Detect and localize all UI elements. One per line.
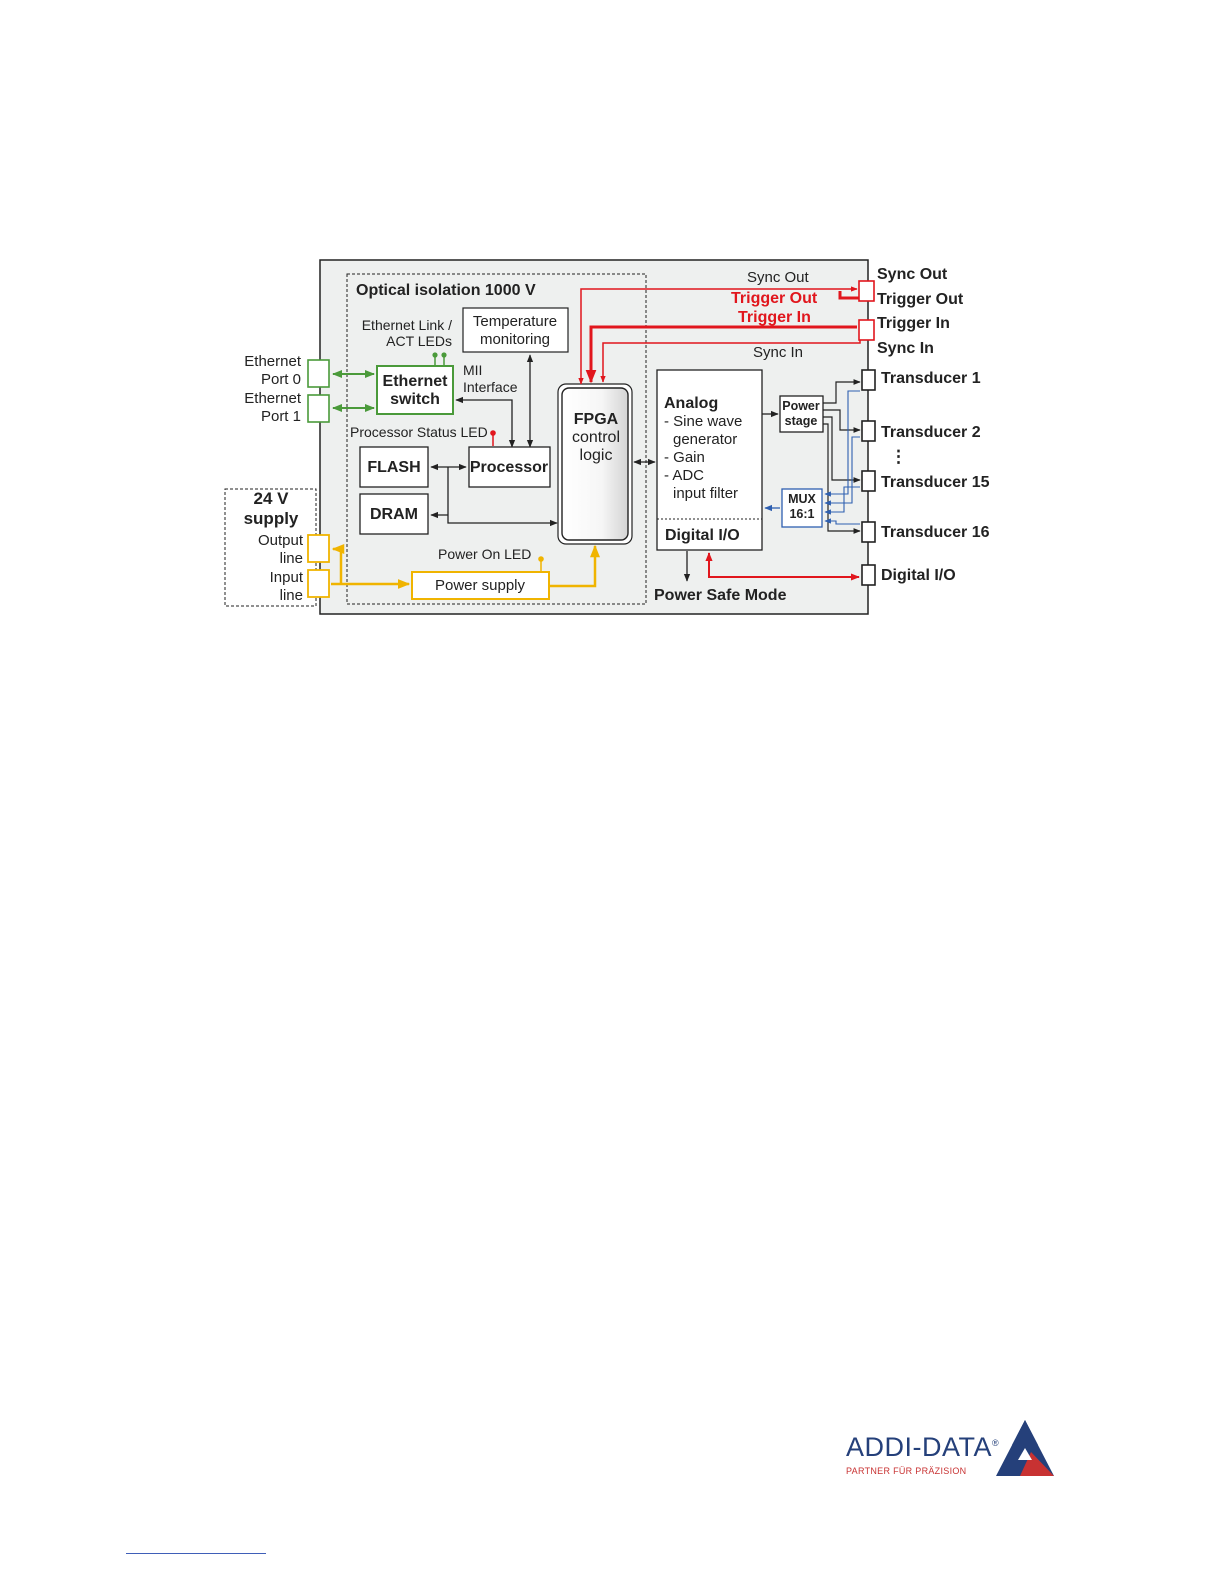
ethernet-port-0-connector [307,359,330,388]
sync-in-label: Sync In [877,340,934,357]
analog-title: Analog [664,395,718,412]
transducer-16-label: Transducer 16 [881,524,990,541]
dram-label: DRAM [370,506,418,523]
transducer-ellipsis: ⋮ [890,447,907,466]
power-on-led-label: Power On LED [438,546,531,562]
power-lines [331,544,600,589]
power-safe-mode-label: Power Safe Mode [654,587,787,604]
transducer-15-label: Transducer 15 [881,474,990,491]
logo-tagline: PARTNER FÜR PRÄZISION [846,1466,967,1476]
mux-box [781,488,823,528]
optical-isolation-area [346,273,647,605]
trigger-in-inner-label: Trigger In [738,309,811,326]
trigger-in-label: Trigger In [877,315,950,332]
digital-io-connector [861,564,876,586]
bus-to-fpga-arrow [447,467,558,527]
ethernet-port-1-connector [307,394,330,423]
logo-wordmark: ADDI-DATA® [846,1432,1000,1462]
optical-isolation-label: Optical isolation 1000 V [356,282,536,299]
input-line-connector [307,569,330,598]
processor-label: Processor [470,459,548,476]
analog-box [656,369,763,551]
transducer-2-connector [861,420,876,442]
sync-out-inner-label: Sync Out [747,269,810,286]
transducer-15-connector [861,470,876,492]
processor-status-led-label: Processor Status LED [350,424,488,440]
footer-link-underline [126,1553,266,1554]
trigger-out-inner-label: Trigger Out [731,290,818,307]
logo-triangle-icon [996,1420,1054,1476]
processor-status-led-icon [490,430,496,446]
temperature-monitoring-box [462,307,569,353]
supply-24v-area [224,488,317,607]
flash-label: FLASH [367,459,420,476]
transducer-1-connector [861,369,876,391]
output-line-connector [307,534,330,563]
flash-box [359,446,429,488]
mux-inputs [824,390,860,525]
digital-io-label: Digital I/O [881,567,956,584]
transducer-16-connector [861,521,876,543]
power-supply-label: Power supply [435,577,526,594]
trigger-out-label: Trigger Out [877,291,964,308]
digital-io-inner-label: Digital I/O [665,527,740,544]
dram-box [359,493,429,535]
mii-arrow [455,396,516,448]
power-stage-box [779,395,824,433]
power-stage-outputs [823,379,861,534]
fpga-box [561,387,629,541]
ethernet-led-icons [432,352,447,366]
sync-out-label: Sync Out [877,266,948,283]
trigger-out-connector [858,280,875,302]
processor-box [468,446,551,488]
transducer-1-label: Transducer 1 [881,370,981,387]
sync-in-inner-label: Sync In [753,344,803,361]
ethernet-leds-label: Ethernet Link /ACT LEDs [362,317,452,349]
power-supply-box [411,571,550,600]
ethernet-switch-box [376,365,454,415]
power-on-led-icon [538,556,544,572]
transducer-2-label: Transducer 2 [881,424,981,441]
digital-io-arrow [705,552,860,581]
addi-data-logo: ADDI-DATA® PARTNER FÜR PRÄZISION [846,1418,1056,1488]
trigger-in-connector [858,319,875,341]
